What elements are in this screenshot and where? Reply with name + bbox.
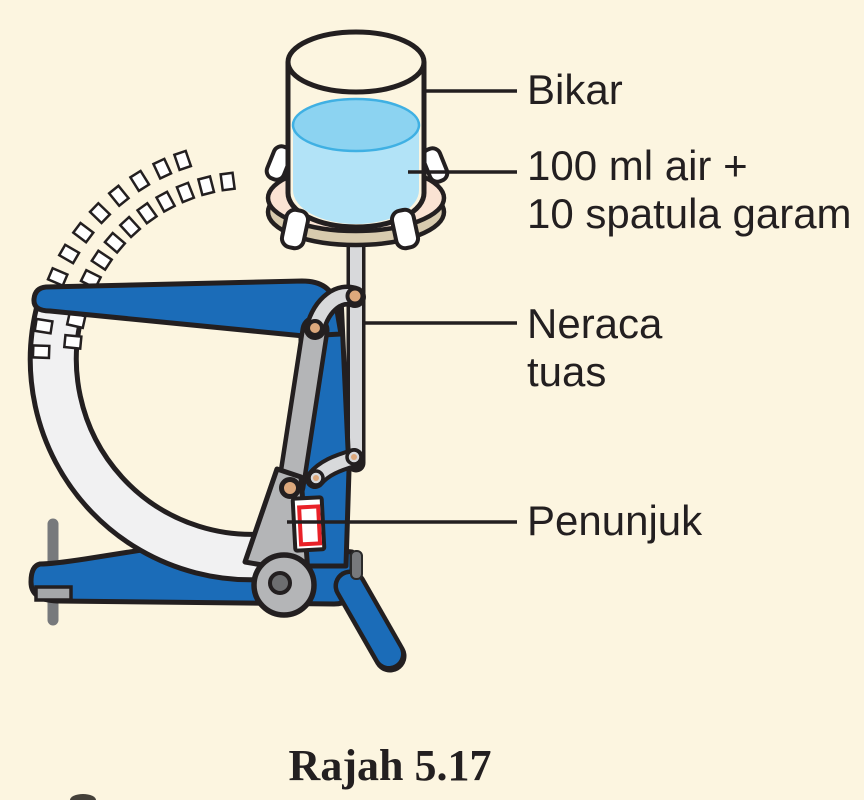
indicator-red-frame: [297, 504, 323, 547]
beaker-outline: [285, 62, 427, 230]
pan-clip-front-left: [279, 207, 311, 251]
upper-link: [304, 284, 366, 340]
beaker: [285, 29, 427, 230]
frame-beam: [31, 278, 344, 339]
pivot-arm-main: [279, 477, 301, 499]
pivot-rod-top: [345, 286, 365, 306]
label-contents-line1: 100 ml air +: [527, 142, 748, 189]
frame-leg: [333, 569, 407, 673]
pointer-arm: [242, 315, 330, 576]
base-peg: [350, 550, 363, 580]
pivot-frame-top: [306, 319, 324, 337]
label-neraca-tuas: Neraca tuas: [527, 300, 662, 396]
lower-link: [305, 448, 364, 489]
water-surface: [291, 97, 421, 153]
hub-center: [268, 571, 292, 595]
label-contents: 100 ml air + 10 spatula garam: [527, 142, 852, 238]
figure-caption: Rajah 5.17: [288, 741, 492, 790]
label-neraca-line2: tuas: [527, 348, 607, 395]
pan-clip-front-right: [389, 207, 421, 251]
water: [293, 125, 419, 224]
adjuster-nut: [34, 585, 73, 602]
label-penunjuk: Penunjuk: [527, 497, 702, 545]
print-smudge: [70, 794, 96, 800]
label-neraca-line1: Neraca: [527, 300, 663, 347]
leader-lines: [287, 89, 517, 524]
label-bikar: Bikar: [527, 66, 623, 114]
beaker-mouth: [285, 29, 427, 95]
pivot-rod-bottom: [351, 454, 357, 460]
label-bikar-text: Bikar: [527, 66, 623, 113]
label-contents-line2: 10 spatula garam: [527, 190, 852, 237]
label-penunjuk-text: Penunjuk: [527, 497, 703, 544]
pivot-arm-link: [313, 475, 319, 481]
